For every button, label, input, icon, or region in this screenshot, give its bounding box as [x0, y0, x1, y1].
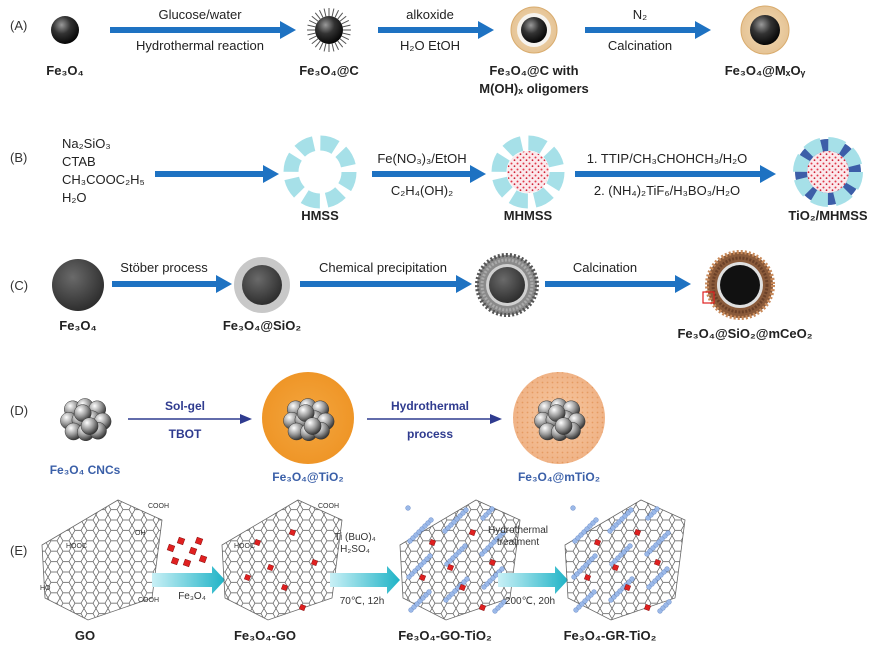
label-fe3o4-tio2: Fe₃O₄@TiO₂ — [272, 470, 343, 484]
row-d-tag: (D) — [10, 403, 28, 418]
arrow-e2 — [330, 566, 400, 594]
arrow-c3-top-label: Calcination — [573, 260, 637, 275]
arrow-d1-bottom-label: TBOT — [169, 427, 202, 441]
reagent-ctab: CTAB — [62, 154, 96, 169]
fe3o4-gr-tio2-sheet — [564, 499, 686, 621]
arrow-b1 — [155, 165, 279, 183]
arrow-c3 — [545, 275, 691, 293]
go-sheet: COOH HOOC HO OH COOH — [40, 499, 169, 621]
arrow-c2-top-label: Chemical precipitation — [319, 260, 447, 275]
arrow-d1 — [128, 414, 252, 424]
precipitated-shell-sphere — [475, 253, 539, 317]
arrow-a2-top-label: alkoxide — [406, 7, 454, 22]
label-fe3o4-c-with: Fe₃O₄@C with — [489, 63, 578, 78]
fe3o4-go-sheet: COOH HOOC — [221, 499, 343, 621]
label-fe3o4-c-row: Fe₃O₄ — [59, 318, 97, 333]
metal-oxide-shell-sphere — [740, 5, 790, 55]
oligomer-shell-sphere — [510, 6, 558, 54]
row-b-tag: (B) — [10, 150, 27, 165]
label-mhmss: MHMSS — [504, 208, 553, 223]
label-fe3o4-sio2-mceo2: Fe₃O₄@SiO₂@mCeO₂ — [677, 326, 812, 341]
arrow-e1 — [152, 566, 225, 594]
arrow-a2 — [378, 21, 494, 39]
go-group-ho: HO — [40, 585, 51, 592]
row-e-tag: (E) — [10, 543, 27, 558]
tio2-coated-cluster — [262, 372, 354, 464]
arrow-a3-top-label: N₂ — [633, 7, 647, 22]
fe3o4-core-sphere — [51, 16, 79, 44]
label-fe3o4-cncs: Fe₃O₄ CNCs — [50, 463, 121, 477]
label-go: GO — [75, 628, 95, 643]
fe3o4-go-group-cooh: COOH — [318, 503, 339, 510]
fe3o4-core-c — [52, 259, 104, 311]
fe3o4-cnc-cluster — [60, 398, 112, 441]
label-tio2-mhmss: TiO₂/MHMSS — [788, 208, 868, 223]
arrow-e1-label: Fe₃O₄ — [178, 591, 206, 602]
arrow-a3-bottom-label: Calcination — [608, 38, 672, 53]
arrow-a1 — [110, 21, 296, 39]
arrow-e2-mid-label: H₂SO₄ — [340, 544, 370, 555]
fe3o4-go-tio2-sheet — [399, 499, 521, 621]
silica-coated-sphere — [234, 257, 290, 313]
arrow-d2 — [367, 414, 502, 424]
fe3o4-go-group-hooc: HOOC — [234, 543, 255, 550]
arrow-b2-bottom-label: C₂H₄(OH)₂ — [391, 183, 453, 198]
mesoporous-ceria-sphere — [702, 250, 775, 320]
reagent-water: H₂O — [62, 190, 87, 205]
label-fe3o4: Fe₃O₄ — [46, 63, 84, 78]
arrow-e2-top-label: Ti (BuO)₄ — [334, 532, 376, 543]
arrow-c1 — [112, 275, 232, 293]
arrow-e3 — [498, 566, 568, 594]
arrow-e3-bottom-label: 200℃, 20h — [505, 596, 555, 607]
arrow-b3-bottom-label: 2. (NH₄)₂TiF₆/H₃BO₃/H₂O — [594, 183, 740, 198]
label-fe3o4-sio2: Fe₃O₄@SiO₂ — [223, 318, 302, 333]
arrow-c1-top-label: Stöber process — [120, 260, 208, 275]
go-group-cooh-1: COOH — [148, 503, 169, 510]
arrow-d2-bottom-label: process — [407, 427, 453, 441]
row-c-tag: (C) — [10, 278, 28, 293]
label-fe3o4-go-tio2: Fe₃O₄-GO-TiO₂ — [398, 628, 492, 643]
carbon-coated-sphere — [307, 8, 351, 52]
row-a-tag: (A) — [10, 18, 27, 33]
label-fe3o4-gr-tio2: Fe₃O₄-GR-TiO₂ — [564, 628, 657, 643]
label-fe3o4-go: Fe₃O₄-GO — [234, 628, 296, 643]
arrow-e3-mid-label: treatment — [497, 537, 539, 548]
mesoporous-tio2-cluster — [513, 372, 605, 464]
label-hmss: HMSS — [301, 208, 339, 223]
arrow-c2 — [300, 275, 472, 293]
label-fe3o4-mtio2: Fe₃O₄@mTiO₂ — [518, 470, 600, 484]
arrow-b2-top-label: Fe(NO₃)₃/EtOH — [377, 151, 466, 166]
go-group-cooh-2: COOH — [138, 597, 159, 604]
reagent-ethyl-acetate: CH₃COOC₂H₅ — [62, 172, 145, 187]
label-oligomers: M(OH)ₓ oligomers — [479, 81, 588, 96]
arrow-a1-top-label: Glucose/water — [158, 7, 242, 22]
arrow-e2-bottom-label: 70℃, 12h — [340, 596, 385, 607]
arrow-b2 — [372, 165, 486, 183]
arrow-b3 — [575, 165, 776, 183]
arrow-a3 — [585, 21, 711, 39]
mhmss-particle — [491, 135, 565, 209]
label-fe3o4-mxoy: Fe₃O₄@MₓOᵧ — [725, 63, 806, 78]
arrow-b3-top-label: 1. TTIP/CH₃CHOHCH₃/H₂O — [587, 151, 748, 166]
tio2-mhmss-particle — [793, 137, 863, 207]
label-fe3o4-c: Fe₃O₄@C — [299, 63, 359, 78]
fe3o4-nanocube-cluster — [166, 536, 208, 568]
go-group-oh: OH — [135, 530, 146, 537]
arrow-a1-bottom-label: Hydrothermal reaction — [136, 38, 264, 53]
arrow-d2-top-label: Hydrothermal — [391, 399, 469, 413]
arrow-a2-bottom-label: H₂O EtOH — [400, 38, 460, 53]
arrow-d1-top-label: Sol-gel — [165, 399, 205, 413]
hmss-particle — [283, 135, 357, 209]
reagent-na2sio3: Na₂SiO₃ — [62, 136, 111, 151]
go-group-hooc: HOOC — [66, 543, 87, 550]
arrow-e3-top-label: Hydrothermal — [488, 525, 548, 536]
